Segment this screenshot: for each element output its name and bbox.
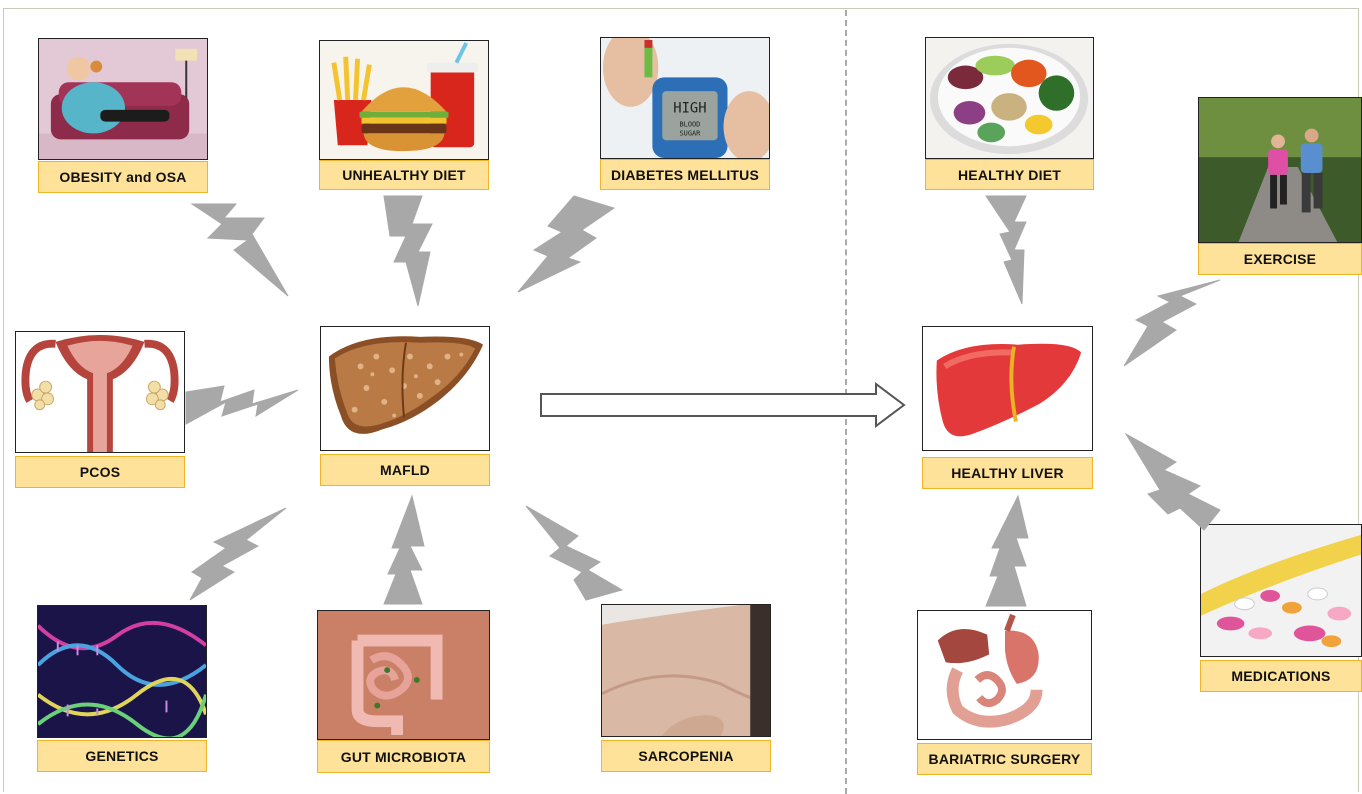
lightning-bolt-icon [190, 508, 286, 600]
treatment-arrow-icon [541, 384, 904, 426]
lightning-bolt-icon [1126, 434, 1220, 530]
lightning-bolt-icon [518, 196, 614, 292]
lightning-bolt-icon [1124, 280, 1220, 366]
lightning-bolt-icon [384, 196, 432, 306]
lightning-bolt-icon [986, 196, 1026, 304]
lightning-bolt-icon [526, 506, 622, 600]
lightning-bolt-icon [192, 204, 288, 296]
lightning-bolt-icon [384, 496, 424, 604]
lightning-bolt-icon [986, 496, 1028, 606]
lightning-bolt-icon [186, 386, 298, 424]
